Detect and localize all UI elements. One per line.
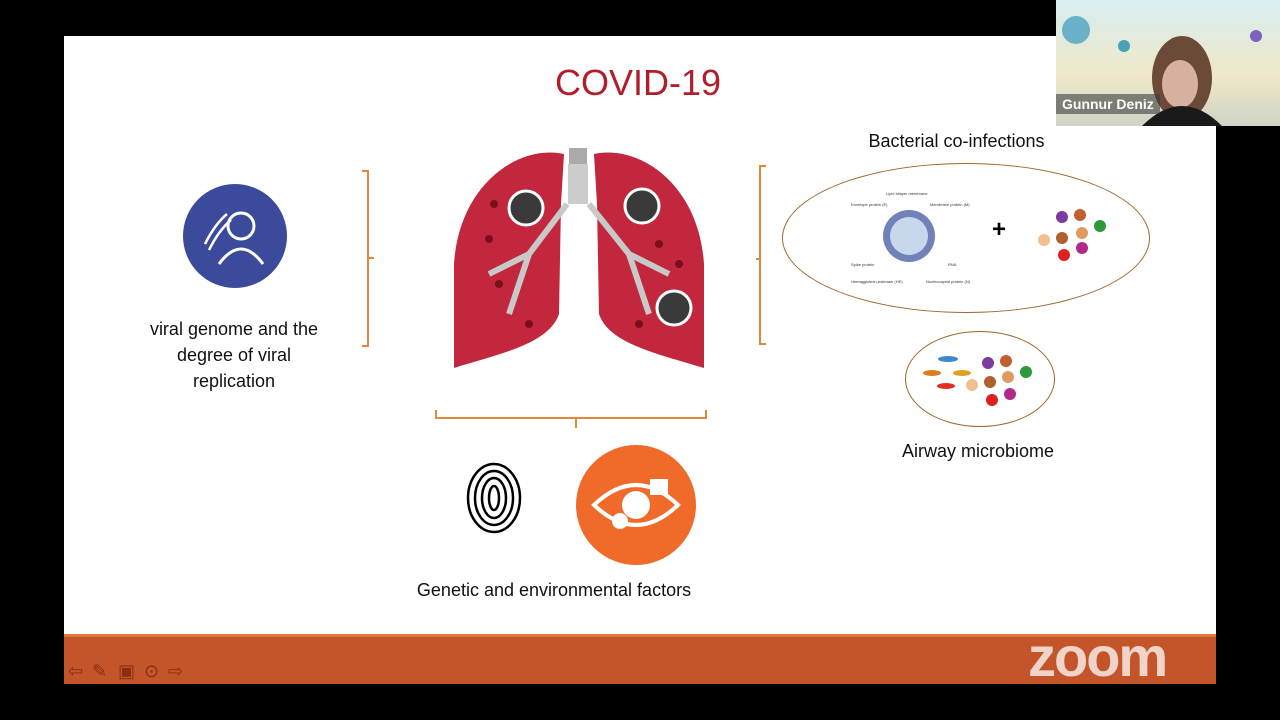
airway-microbiome-label: Airway microbiome — [901, 441, 1055, 461]
environment-eye-icon — [576, 445, 696, 565]
coinfection-ellipse — [782, 163, 1150, 313]
slide-title: COVID-19 — [554, 62, 722, 103]
zoom-logo: zoom — [1028, 625, 1168, 688]
pen-icon[interactable]: ✎ — [92, 661, 108, 681]
virus-label: Lipid bilayer membrane — [886, 191, 928, 196]
fingerprint-icon — [464, 460, 524, 548]
bacteria-cluster — [1038, 209, 1106, 261]
virus-label: Nucleocapsid protein (N) — [926, 279, 971, 284]
viral-genome-label: viral genome and the degree of viral rep… — [149, 319, 319, 391]
slides-grid-icon[interactable]: ▣ — [118, 661, 136, 681]
presentation-slide: COVID-19 viral genome and the degree of … — [64, 36, 1216, 684]
virus-label: Envelope protein (E) — [851, 202, 888, 207]
lungs-illustration — [454, 148, 704, 368]
dna-person-icon — [183, 184, 287, 288]
bacterial-coinfections-label: Bacterial co-infections — [868, 131, 1045, 151]
virus-label: Hemagglutinin-esterase (HE) — [851, 279, 903, 284]
slide-footer: ⇦ ✎ ▣ ⊙ ⇨ — [64, 634, 1216, 684]
bottom-bracket — [435, 410, 707, 428]
plus-sign: + — [992, 216, 1007, 243]
participant-avatar — [1062, 16, 1262, 126]
more-options-icon[interactable]: ⊙ — [144, 661, 160, 681]
virus-label: RNA — [948, 262, 957, 267]
next-slide-icon[interactable]: ⇨ — [168, 661, 184, 681]
right-bracket — [756, 165, 766, 345]
virus-label: Membrane protein (M) — [930, 202, 970, 207]
genetic-environmental-label: Genetic and environmental factors — [416, 580, 692, 600]
previous-slide-icon[interactable]: ⇦ — [68, 661, 84, 681]
participant-name: Gunnur Deniz — [1056, 94, 1160, 114]
participant-video[interactable]: Gunnur Deniz — [1056, 0, 1280, 126]
virus-diagram — [883, 210, 935, 262]
left-bracket — [362, 170, 374, 347]
microbiome-ellipse — [905, 331, 1055, 427]
virus-label: Spike protein — [851, 262, 875, 267]
